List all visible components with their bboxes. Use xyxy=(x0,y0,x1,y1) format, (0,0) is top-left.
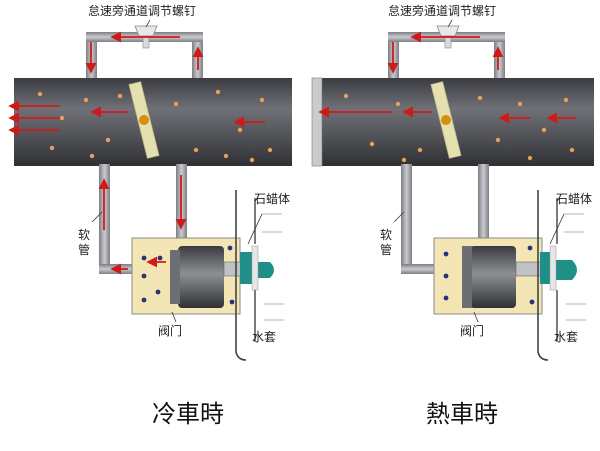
cold-paraffin-label: 石蜡体 xyxy=(254,192,291,206)
hot-air-particles xyxy=(343,93,575,163)
hot-paraffin-label: 石蜡体 xyxy=(556,192,593,206)
cold-valve-label: 阀门 xyxy=(158,324,183,338)
cold-caption: 冷車時 xyxy=(152,400,224,428)
hot-hose-label: 软管 xyxy=(380,228,393,257)
hot-throttle-plate xyxy=(430,81,462,159)
cold-air-particles xyxy=(37,89,273,163)
label-leader-lines xyxy=(91,211,565,323)
hot-valve-label: 阀门 xyxy=(460,324,485,338)
hot-pipe-end-ring xyxy=(311,77,323,167)
cold-diagram xyxy=(8,19,292,361)
cold-valve-particles xyxy=(141,245,235,305)
hot-adjusting-screw-icon xyxy=(436,19,460,49)
hot-water-jacket xyxy=(537,190,586,361)
hot-valve-particles xyxy=(443,245,535,305)
cold-paraffin-element xyxy=(240,245,274,291)
hot-airflow-arrows xyxy=(318,31,576,124)
hot-diagram xyxy=(311,19,594,361)
hot-hose xyxy=(401,164,489,274)
hot-adjusting-screw-label: 怠速旁通道调节螺钉 xyxy=(388,4,497,18)
cold-hose-label: 软管 xyxy=(78,228,91,257)
cold-throttle-plate xyxy=(128,81,160,159)
cold-water-jacket xyxy=(235,190,284,361)
cold-airflow-arrows xyxy=(8,31,265,275)
hot-water-jacket-label: 水套 xyxy=(554,330,579,344)
cold-valve-body xyxy=(131,237,247,315)
cold-adjusting-screw-label: 怠速旁通道调节螺钉 xyxy=(88,4,197,18)
cold-adjusting-screw-icon xyxy=(134,19,158,49)
hot-paraffin-element xyxy=(540,245,577,291)
hot-caption: 熱車時 xyxy=(426,400,498,428)
cold-water-jacket-label: 水套 xyxy=(252,330,277,344)
hot-valve-body xyxy=(433,237,547,315)
